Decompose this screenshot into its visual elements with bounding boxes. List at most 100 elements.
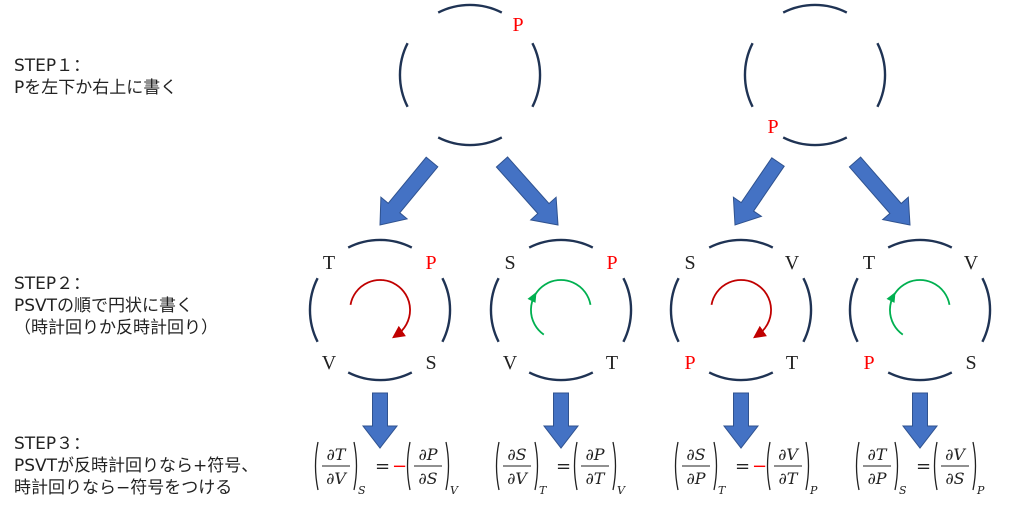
close-paren	[445, 441, 450, 491]
circle-arc	[347, 371, 413, 382]
step1-text: STEP１： Pを左下か右上に書く	[14, 55, 177, 99]
arrow-to-circle-4	[848, 156, 911, 226]
label-tr: P	[425, 252, 436, 274]
right-subscript: V	[450, 484, 459, 497]
label-bl: P	[684, 352, 695, 374]
equals-sign: =	[556, 456, 571, 477]
close-paren	[713, 441, 718, 491]
label-br: S	[965, 352, 976, 374]
circle-arc	[528, 238, 594, 249]
circle-arc	[531, 42, 542, 108]
top-circle-2: P	[743, 3, 887, 147]
open-paren	[933, 441, 938, 491]
open-paren	[855, 441, 860, 491]
denominator: ∂P	[686, 469, 705, 488]
counterclockwise-arrow-icon	[530, 279, 592, 336]
circle-arc	[887, 371, 953, 382]
step2-text: STEP２： PSVTの順で円状に書く （時計回りか反時計回り）	[14, 273, 218, 339]
label-bl: V	[503, 352, 518, 374]
label-br: T	[606, 352, 618, 374]
open-paren	[573, 441, 578, 491]
close-paren	[353, 441, 358, 491]
open-paren	[674, 441, 679, 491]
down-arrow-4	[901, 392, 939, 449]
label-tr: V	[785, 252, 800, 274]
circle-arc	[398, 42, 409, 108]
step1-title: STEP１：	[14, 56, 91, 76]
circle-arc	[308, 277, 319, 343]
close-paren	[534, 441, 539, 491]
down-arrow-1	[361, 392, 399, 449]
circle-arc	[887, 238, 953, 249]
arrowhead-icon	[527, 291, 537, 303]
top-circles: PP	[398, 3, 887, 147]
step3-title: STEP３：	[14, 434, 91, 454]
p-label: P	[512, 14, 523, 36]
right-subscript: V	[617, 484, 626, 497]
circle-arc	[489, 277, 500, 343]
circle-arc	[802, 277, 813, 343]
circle-arc	[347, 238, 413, 249]
equation-4: ∂T∂PS=∂V∂SP	[855, 441, 985, 497]
flow-arrows	[361, 156, 939, 449]
close-paren	[805, 441, 810, 491]
left-subscript: T	[718, 484, 727, 497]
circle-arc	[441, 277, 452, 343]
equation-1: ∂T∂VS=−∂P∂SV	[314, 441, 459, 497]
label-tl: S	[684, 252, 695, 274]
close-paren	[972, 441, 977, 491]
open-paren	[314, 441, 319, 491]
close-paren	[612, 441, 617, 491]
circle-arc	[528, 371, 594, 382]
down-arrow-3	[722, 392, 760, 449]
denominator: ∂T	[586, 469, 606, 488]
numerator: ∂T	[327, 445, 347, 464]
step2-line1: PSVTの順で円状に書く	[14, 296, 194, 316]
down-arrow-2	[542, 392, 580, 449]
label-tr: V	[964, 252, 979, 274]
left-subscript: S	[358, 484, 366, 497]
circle-arc	[848, 277, 859, 343]
circle-arc	[708, 371, 774, 382]
open-paren	[766, 441, 771, 491]
arrow-to-circle-1	[379, 156, 439, 226]
right-subscript: P	[809, 484, 818, 497]
equals-sign: =	[916, 456, 931, 477]
right-subscript: P	[976, 484, 985, 497]
minus-sign: −	[752, 456, 767, 477]
label-tl: T	[863, 252, 875, 274]
step3-line1: PSVTが反時計回りなら+符号、	[14, 456, 259, 476]
step2-title: STEP２：	[14, 274, 91, 294]
circle-arc	[669, 277, 680, 343]
circle-arc	[876, 42, 887, 108]
equals-sign: =	[735, 456, 750, 477]
denominator: ∂S	[945, 469, 964, 488]
step1-line1: Pを左下か右上に書く	[14, 78, 178, 98]
denominator: ∂V	[507, 469, 528, 488]
label-tl: T	[323, 252, 335, 274]
circle-arc	[782, 136, 848, 147]
equals-sign: =	[375, 456, 390, 477]
open-paren	[406, 441, 411, 491]
clockwise-arrow-icon	[349, 279, 411, 339]
arrowhead-icon	[886, 291, 896, 303]
equations: ∂T∂VS=−∂P∂SV∂S∂VT=∂P∂TV∂S∂PT=−∂V∂TP∂T∂PS…	[314, 441, 985, 497]
close-paren	[894, 441, 899, 491]
left-subscript: S	[899, 484, 907, 497]
circle-arc	[981, 277, 992, 343]
circle-arc	[622, 277, 633, 343]
numerator: ∂V	[778, 445, 799, 464]
minus-sign: −	[392, 456, 407, 477]
step3-text: STEP３： PSVTが反時計回りなら+符号、 時計回りなら−符号をつける	[14, 433, 258, 499]
numerator: ∂T	[868, 445, 888, 464]
numerator: ∂S	[507, 445, 526, 464]
label-bl: V	[322, 352, 337, 374]
step2-line2: （時計回りか反時計回り）	[14, 318, 218, 338]
p-label: P	[767, 116, 778, 138]
